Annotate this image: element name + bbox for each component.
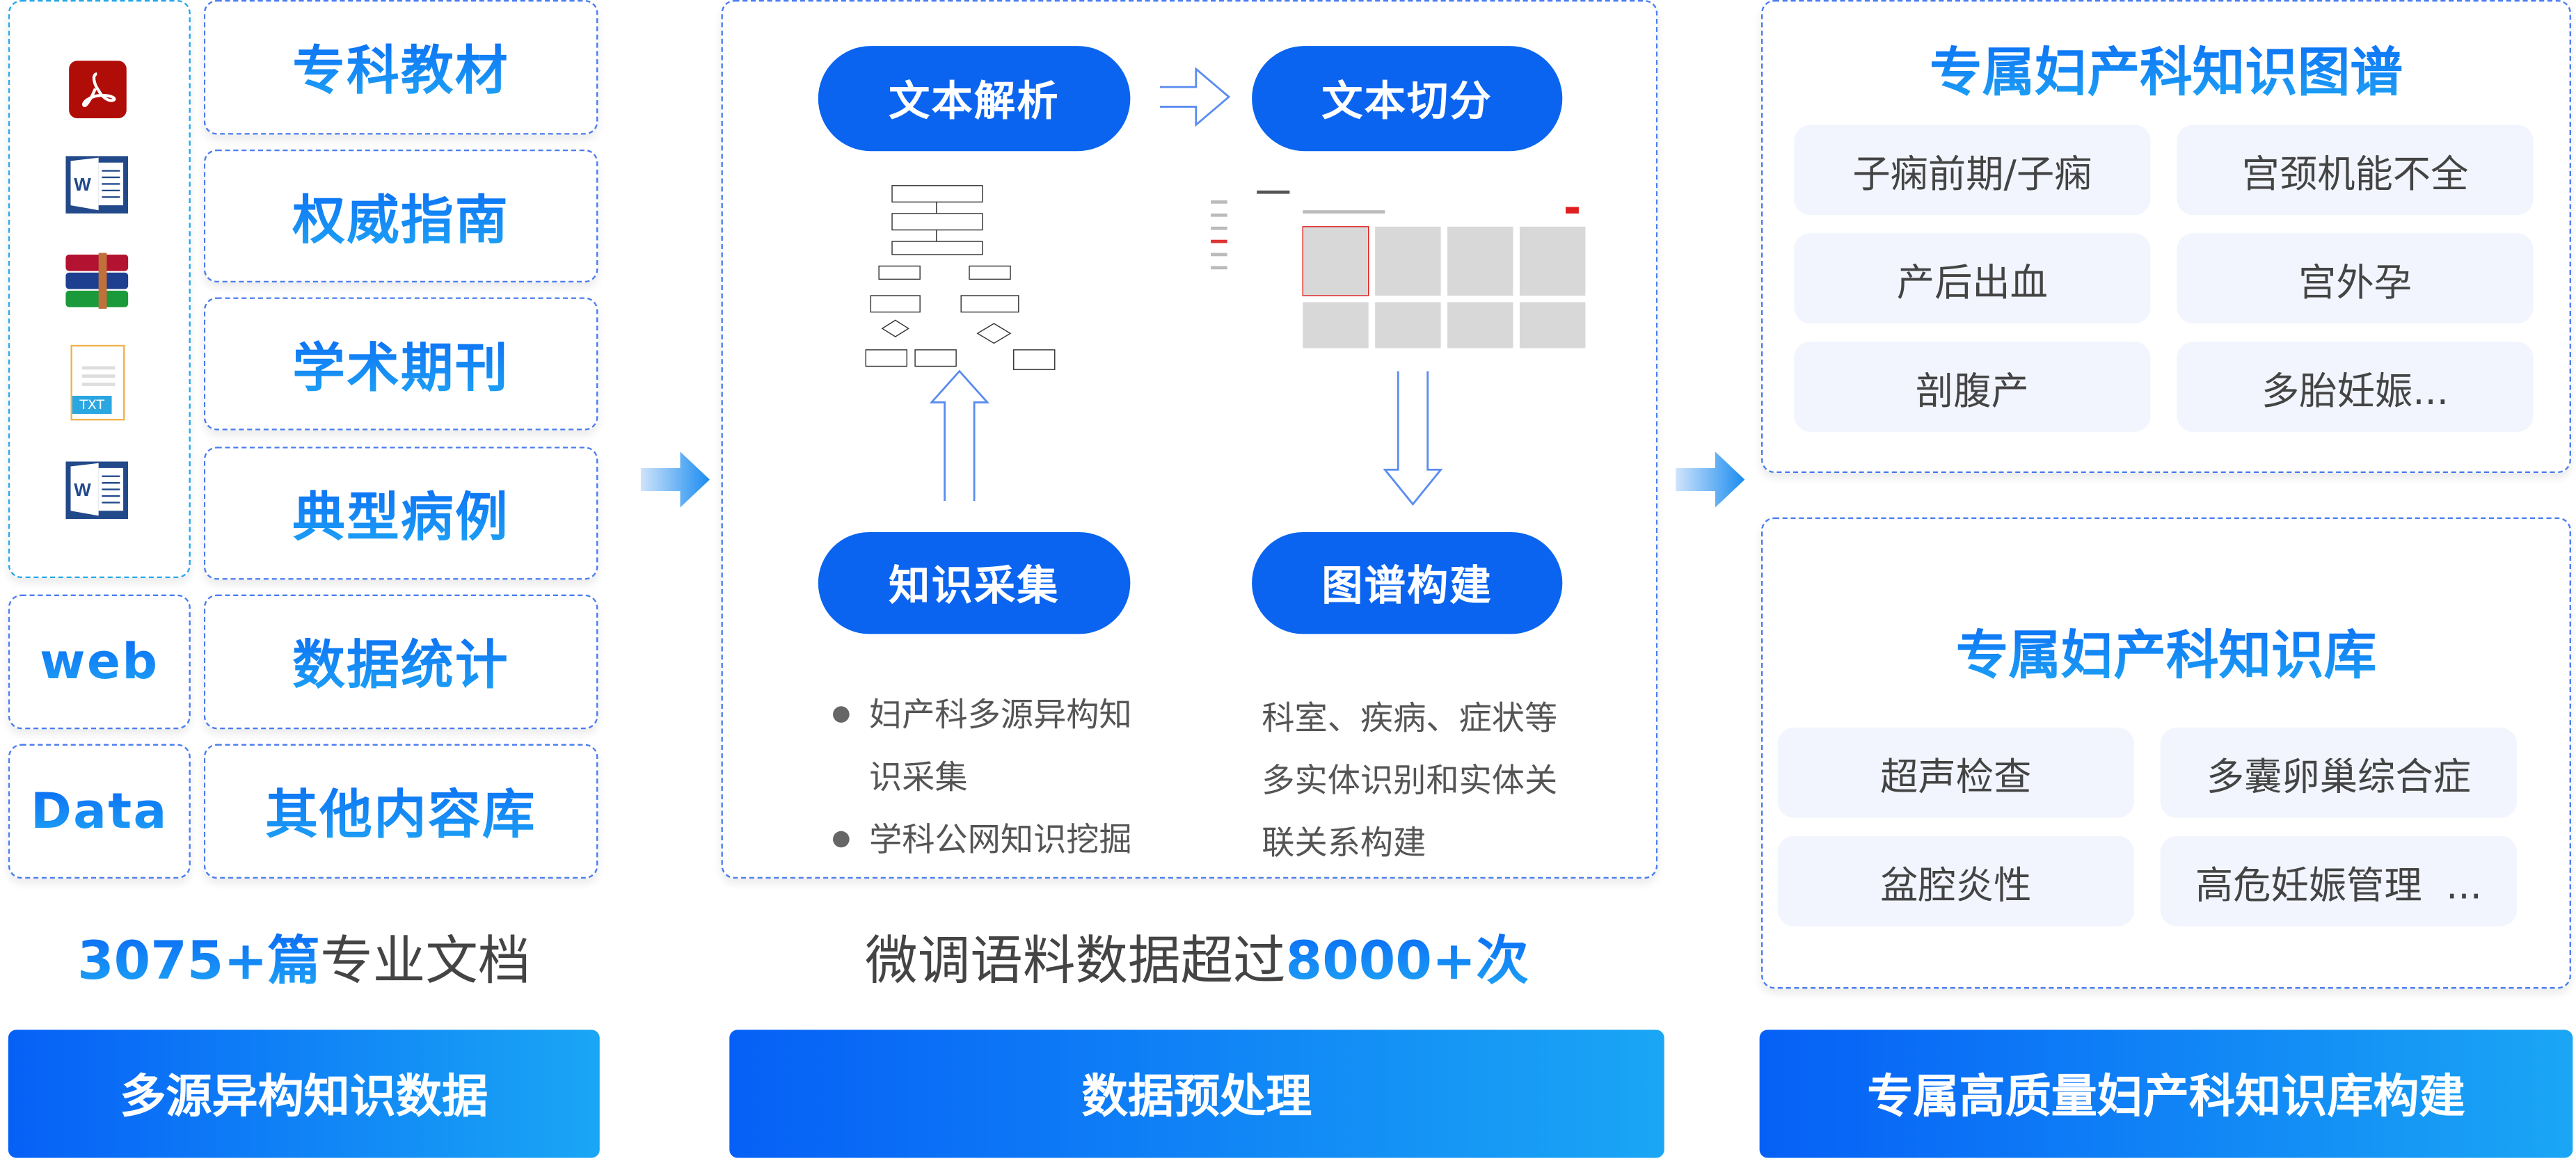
graph-tag: 多胎妊娠... bbox=[2177, 342, 2534, 432]
kb-tag: 超声检查 bbox=[1777, 727, 2134, 818]
category-cases: 典型病例 bbox=[203, 447, 598, 580]
left-footer-bar: 多源异构知识数据 bbox=[8, 1030, 600, 1158]
svg-text:W: W bbox=[74, 479, 91, 500]
kb-tag: 高危妊娠管理 ... bbox=[2160, 835, 2518, 927]
right-footer-bar: 专属高质量妇产科知识库构建 bbox=[1759, 1030, 2573, 1158]
winrar-icon bbox=[63, 251, 132, 310]
knowledge-graph-title: 专属妇产科知识图谱 bbox=[1763, 31, 2569, 107]
word-icon: W bbox=[65, 461, 129, 520]
arrow-right-icon bbox=[1676, 451, 1745, 508]
arrow-right-icon bbox=[640, 451, 710, 508]
category-statistics: 数据统计 bbox=[203, 594, 598, 730]
category-other: 其他内容库 bbox=[203, 744, 598, 879]
txt-icon: TXT bbox=[70, 344, 125, 421]
middle-footer-bar: 数据预处理 bbox=[729, 1030, 1664, 1158]
left-stat: 3075+篇专业文档 bbox=[77, 929, 531, 993]
kb-tag: 盆腔炎性 bbox=[1777, 835, 2134, 927]
step-graph-build: 图谱构建 bbox=[1252, 531, 1563, 634]
knowledge-base-panel: 专属妇产科知识库 超声检查 多囊卵巢综合症 盆腔炎性 高危妊娠管理 ... bbox=[1760, 517, 2571, 989]
flowchart-thumbnail bbox=[863, 173, 1068, 378]
arrow-right-icon bbox=[1159, 67, 1232, 127]
graph-tag: 宫外孕 bbox=[2177, 233, 2534, 324]
bullet-dot-icon bbox=[833, 831, 850, 848]
collect-bullets: 妇产科多源异构知识采集 学科公网知识挖掘 bbox=[829, 683, 1158, 870]
step-text-parse: 文本解析 bbox=[818, 46, 1131, 152]
graph-tag: 产后出血 bbox=[1794, 233, 2151, 324]
middle-stat: 微调语料数据超过8000+次 bbox=[865, 929, 1529, 993]
graph-tag: 剖腹产 bbox=[1794, 342, 2151, 432]
data-source-box: Data bbox=[8, 744, 191, 879]
step-knowledge-collect: 知识采集 bbox=[818, 531, 1131, 634]
svg-text:W: W bbox=[74, 174, 91, 195]
arrow-down-icon bbox=[1383, 371, 1442, 506]
category-textbooks: 专科教材 bbox=[203, 0, 598, 135]
file-types-panel: W TXT W bbox=[8, 0, 191, 579]
bullet-item: 妇产科多源异构知识采集 bbox=[829, 683, 1158, 808]
graph-tag: 宫颈机能不全 bbox=[2177, 125, 2534, 216]
arrow-up-icon bbox=[930, 369, 989, 502]
bullet-dot-icon bbox=[833, 706, 850, 723]
text-split-thumbnail bbox=[1207, 181, 1602, 353]
step-text-split: 文本切分 bbox=[1252, 46, 1563, 152]
pdf-icon bbox=[69, 61, 127, 118]
kb-tag: 多囊卵巢综合症 bbox=[2160, 727, 2518, 818]
category-guidelines: 权威指南 bbox=[203, 149, 598, 283]
bullet-item: 学科公网知识挖掘 bbox=[829, 808, 1158, 871]
graph-tag: 子痫前期/子痫 bbox=[1794, 125, 2151, 216]
word-icon: W bbox=[65, 156, 129, 214]
category-journals: 学术期刊 bbox=[203, 297, 598, 431]
web-source-box: web bbox=[8, 594, 191, 730]
graph-description: 科室、疾病、症状等多实体识别和实体关联关系构建 bbox=[1262, 698, 1558, 863]
knowledge-base-title: 专属妇产科知识库 bbox=[1763, 614, 2569, 690]
knowledge-graph-panel: 专属妇产科知识图谱 子痫前期/子痫 宫颈机能不全 产后出血 宫外孕 剖腹产 多胎… bbox=[1760, 0, 2571, 473]
